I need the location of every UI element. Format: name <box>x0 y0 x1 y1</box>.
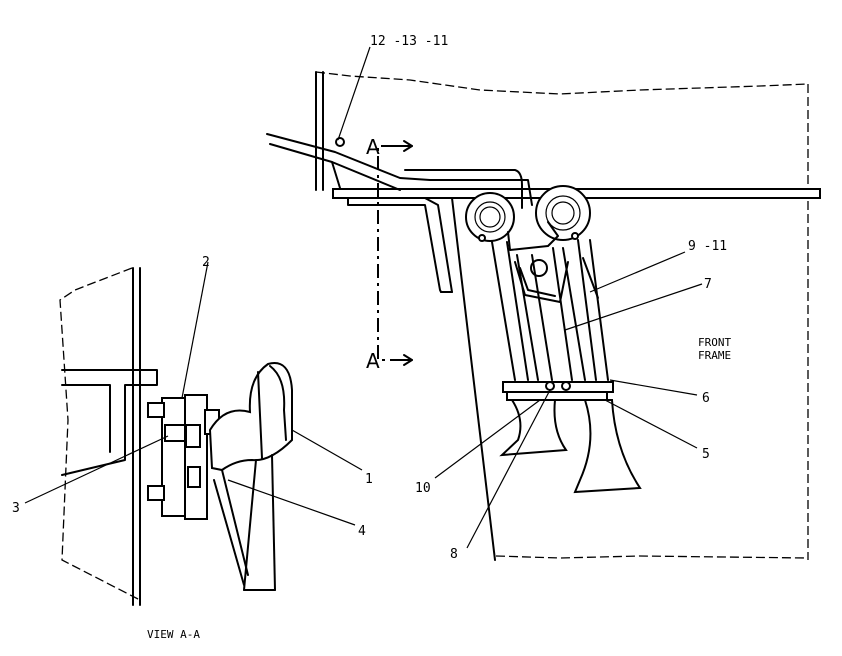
callout-6: 6 <box>702 391 710 406</box>
main-view-drawing <box>266 46 821 561</box>
callout-5: 5 <box>702 447 710 462</box>
callout-3: 3 <box>12 501 20 516</box>
label-frame: FRAME <box>698 349 731 362</box>
section-marker-top: A <box>366 135 380 159</box>
callout-7: 7 <box>704 277 712 292</box>
label-front: FRONT <box>698 336 731 349</box>
callout-1: 1 <box>365 472 373 487</box>
callout-12-13-11: 12 -13 -11 <box>370 34 448 49</box>
section-marker-bottom: A <box>366 349 380 373</box>
callout-10: 10 <box>415 481 431 496</box>
callout-9-11: 9 -11 <box>688 239 727 254</box>
callout-2: 2 <box>202 255 210 270</box>
callout-4: 4 <box>358 524 366 539</box>
view-a-a-drawing <box>24 261 363 606</box>
callout-8: 8 <box>450 547 458 562</box>
view-caption: VIEW A-A <box>147 628 200 641</box>
